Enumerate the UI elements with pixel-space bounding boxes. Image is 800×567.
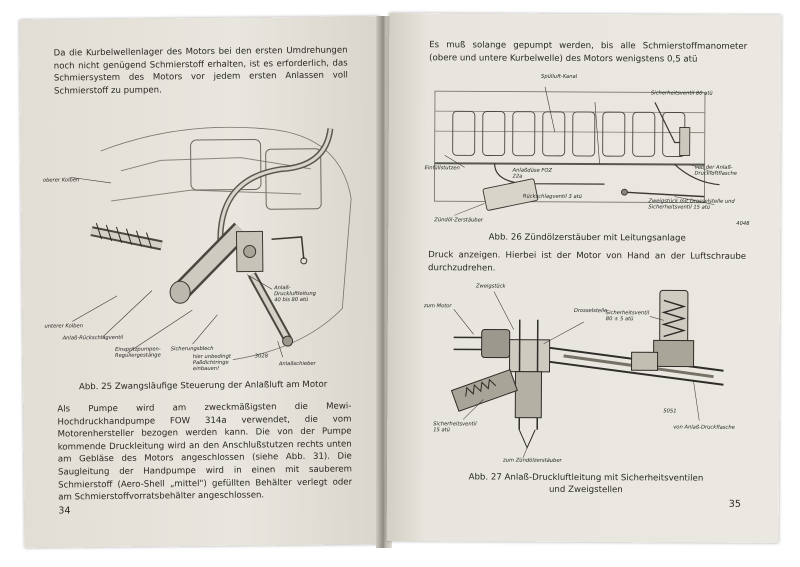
figure-25-caption: Abb. 25 Zwangsläufige Steuerung der Anla… bbox=[78, 379, 328, 393]
figure-27-illustration bbox=[450, 289, 724, 458]
label-hier-unbedingt: hier unbedingt Paßdichtringe einbauen! bbox=[192, 353, 231, 373]
open-book: Da die Kurbelwellenlager des Motors bei … bbox=[10, 10, 790, 560]
label-anlass-rueckschlagventil: Anlaß-Rückschlagventil bbox=[62, 334, 124, 342]
label-sicherungsblech: Sicherungsblech bbox=[170, 345, 214, 353]
label-oberer-kolben: oberer Kolben bbox=[42, 177, 80, 184]
figure-25: oberer Kolben unterer Kolben Anlaß-Rücks… bbox=[40, 108, 373, 373]
label-zum-zuendoel: zum Zündölzerstäuber bbox=[503, 457, 562, 464]
label-zuendoel-zerstaeuber: Zündöl-Zerstäuber bbox=[434, 217, 483, 224]
right-paragraph-2: Druck anzeigen. Hierbei ist der Motor vo… bbox=[428, 250, 747, 274]
right-paragraph-1: Es muß solange gepumpt werden, bis alle … bbox=[429, 40, 748, 65]
label-spuelluft-kanal: Spülluft-Kanal bbox=[541, 73, 578, 80]
figure-26-number: 4048 bbox=[736, 220, 750, 227]
label-zweigstueck-drossel: Zweigstück mit Drosselstelle und Sicherh… bbox=[648, 198, 735, 211]
figure-27-caption-line-2: und Zweigstellen bbox=[548, 484, 623, 496]
figure-26-caption: Abb. 26 Zündölzerstäuber mit Leitungsanl… bbox=[488, 232, 686, 244]
label-einspritzpumpen: Einspritzpumpen-Reguliergestänge bbox=[114, 346, 161, 359]
label-von-der-anlass: von der Anlaß-Druckluftflasche bbox=[694, 164, 738, 177]
left-paragraph-1: Da die Kurbelwellenlager des Motors bei … bbox=[53, 45, 348, 97]
label-sicherheitsventil-80-5: Sicherheitsventil 80 ± 5 atü bbox=[605, 310, 650, 323]
left-page: Da die Kurbelwellenlager des Motors bei … bbox=[19, 16, 385, 548]
label-zweigstueck: Zweigstück bbox=[475, 283, 506, 290]
label-zum-motor: zum Motor bbox=[423, 303, 452, 310]
label-sicherheitsventil-15: Sicherheitsventil 15 atü bbox=[433, 421, 477, 434]
label-anlassschieber: Anlaßschieber bbox=[278, 360, 316, 368]
label-rueckschlagventil: Rückschlagventil 3 atü bbox=[522, 193, 582, 200]
right-page-number: 35 bbox=[728, 498, 741, 510]
label-unterer-kolben: unterer Kolben bbox=[44, 323, 84, 330]
left-paragraph-2: Als Pumpe wird am zweckmäßigsten die Mew… bbox=[57, 401, 353, 503]
figure-26: Spülluft-Kanal Sicherheitsventil 80 atü … bbox=[424, 71, 755, 233]
label-drosselstelle: Drosselstelle bbox=[573, 307, 608, 315]
label-von-anlass-druckflasche: von Anlaß-Druckflasche bbox=[673, 424, 735, 431]
figure-25-illustration bbox=[70, 126, 352, 361]
label-anlassduese: Anlaßdüse FOZ 22a bbox=[512, 167, 553, 180]
figure-27: Zweigstück zum Motor Drosselstelle Siche… bbox=[423, 279, 754, 467]
figure-25-number: 3028 bbox=[254, 353, 269, 360]
label-sicherheitsventil-80: Sicherheitsventil 80 atü bbox=[650, 90, 713, 97]
label-anlass-druckluftleitung: Anlaß-Druckluftleitung 40 bis 80 atü bbox=[274, 285, 317, 304]
right-page: Es muß solange gepumpt werden, bis alle … bbox=[386, 12, 782, 544]
left-page-number: 34 bbox=[58, 505, 71, 517]
figure-27-number: 5051 bbox=[663, 408, 677, 415]
figure-26-illustration bbox=[433, 86, 720, 216]
label-einfuellstutzen: Einfüllstutzen bbox=[424, 165, 460, 172]
